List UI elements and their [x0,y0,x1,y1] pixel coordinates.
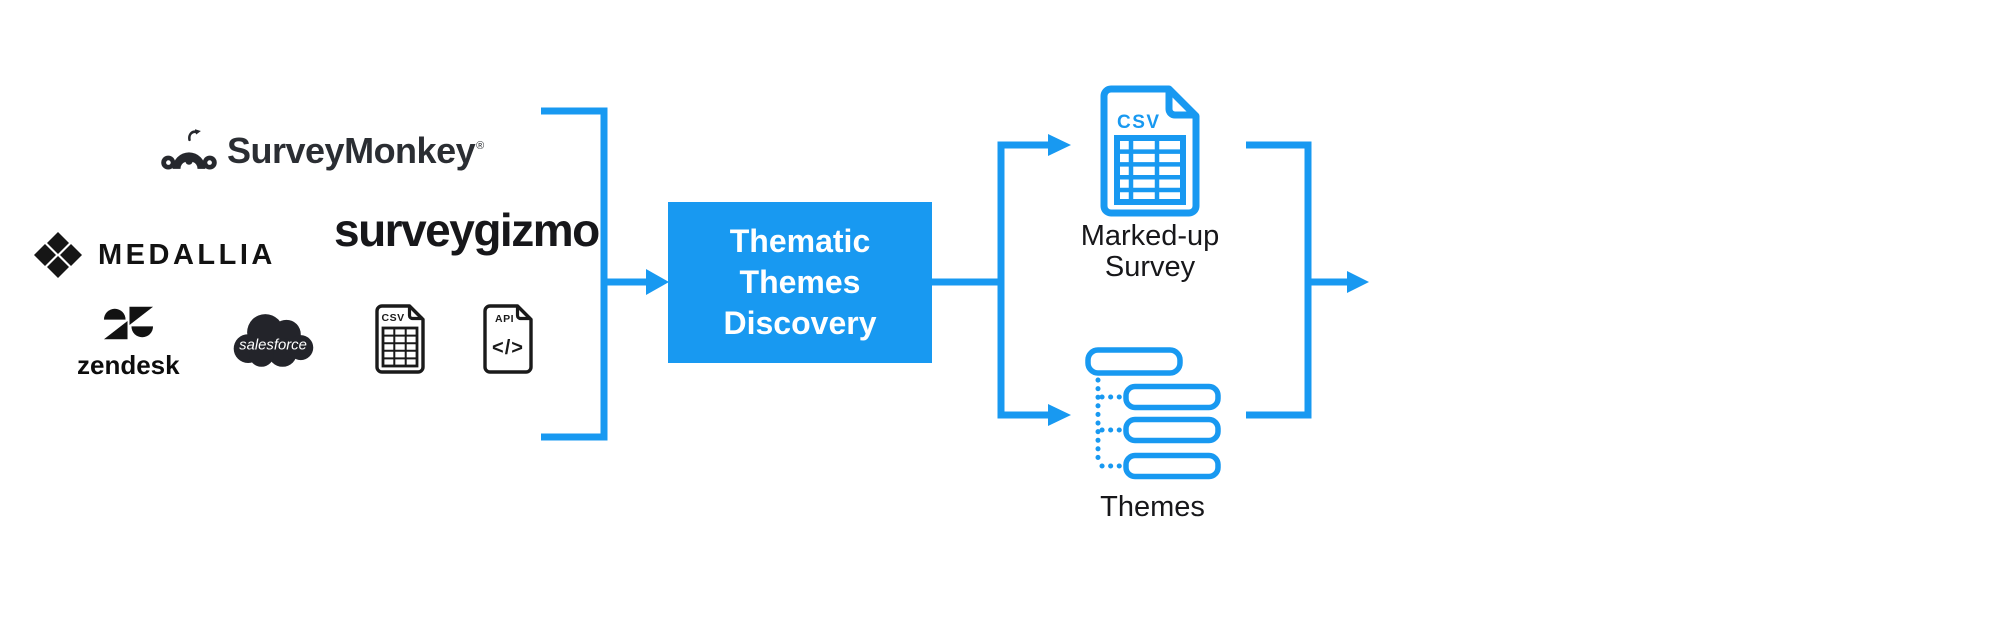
medallia-wordmark: MEDALLIA [98,238,276,271]
api-file-icon: API </> [483,304,533,374]
branch-lines [997,141,1048,419]
themes-output [1080,342,1230,487]
zendesk-mark-icon [103,306,153,340]
marked-up-survey-output: CSV [1097,83,1203,224]
csv-output-icon: CSV [1100,85,1200,217]
medallia-logo: MEDALLIA [33,231,276,279]
marked-up-survey-label: Marked-up Survey [1080,220,1220,283]
arrow-to-survey-head [1048,134,1071,156]
arrow-to-themes-head [1048,404,1071,426]
child-theme-pill [1123,383,1221,411]
final-arrow-head [1347,271,1369,293]
salesforce-wordmark: salesforce [239,338,307,354]
zendesk-logo: zendesk [77,304,180,381]
surveymonkey-trademark: ® [476,139,484,152]
right-bracket [1246,141,1312,419]
left-bracket [541,107,608,441]
child-theme-pill [1123,452,1221,480]
salesforce-logo: salesforce [227,305,319,378]
surveygizmo-logo: surveygizmo [334,203,600,257]
csv-output-file-label: CSV [1117,112,1161,133]
themes-label: Themes [1100,491,1205,523]
api-source-file: API </> [481,303,535,380]
zendesk-wordmark: zendesk [77,350,180,380]
surveymonkey-monkey-icon [161,129,217,170]
surveymonkey-wordmark: SurveyMonkey® [227,129,484,171]
api-file-label: API [495,313,514,325]
csv-source-file: CSV [373,303,427,380]
theme-connector-dotted-lines [1095,377,1125,469]
csv-file-icon: CSV [375,304,425,374]
salesforce-cloud-icon: salesforce [233,314,314,367]
thematic-themes-discovery-box: Thematic Themes Discovery [668,202,932,363]
themes-hierarchy-icon [1085,347,1221,480]
child-theme-pill [1123,416,1221,444]
api-code-glyph: </> [492,337,524,359]
arrow-into-process-head [646,269,669,295]
csv-file-label: CSV [382,312,405,324]
surveygizmo-wordmark: surveygizmo [334,204,600,256]
medallia-diamond-icon [34,232,82,278]
parent-theme-pill [1085,347,1183,376]
process-label: Thematic Themes Discovery [723,223,877,341]
surveymonkey-logo: SurveyMonkey® [160,127,484,174]
